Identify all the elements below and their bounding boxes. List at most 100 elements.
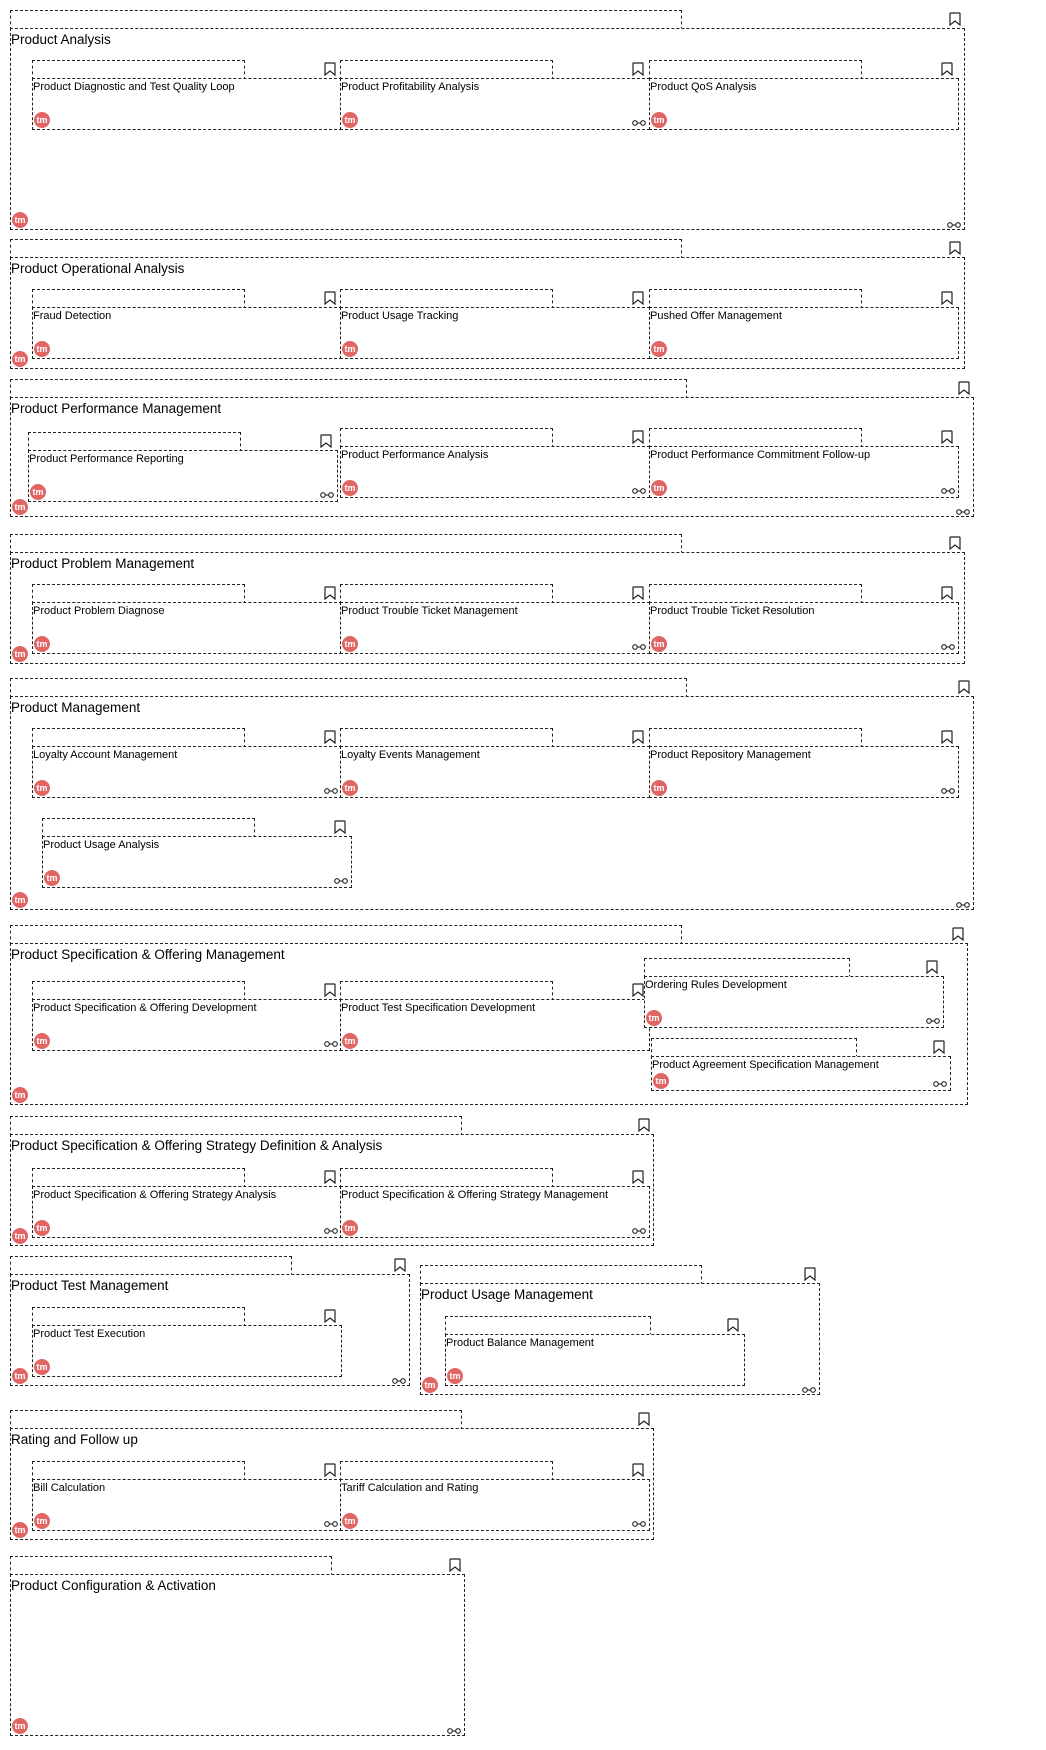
bookmark-icon bbox=[933, 1040, 945, 1054]
bookmark-icon bbox=[324, 62, 336, 76]
capability-group[interactable]: Product Configuration & Activation tm bbox=[10, 1556, 465, 1736]
function-frame bbox=[340, 446, 650, 498]
function-block[interactable]: Product Performance Commitment Follow-up… bbox=[649, 428, 959, 498]
group-tab bbox=[420, 1265, 702, 1285]
bookmark-icon bbox=[638, 1118, 650, 1132]
tm-badge-icon: tm bbox=[44, 870, 60, 886]
group-title: Product Usage Management bbox=[421, 1287, 593, 1302]
link-icon bbox=[324, 1041, 338, 1047]
function-title: Product Trouble Ticket Resolution bbox=[650, 605, 815, 617]
function-block[interactable]: Product Specification & Offering Strateg… bbox=[32, 1168, 342, 1238]
function-tab bbox=[32, 60, 245, 80]
group-tab bbox=[10, 10, 682, 30]
link-icon bbox=[941, 488, 955, 494]
link-icon bbox=[392, 1378, 406, 1384]
group-title: Product Problem Management bbox=[11, 556, 195, 571]
tm-badge-icon: tm bbox=[34, 341, 50, 357]
link-icon bbox=[632, 644, 646, 650]
group-title: Product Configuration & Activation bbox=[11, 1578, 216, 1593]
function-title: Product Specification & Offering Develop… bbox=[33, 1002, 257, 1014]
group-tab bbox=[10, 1556, 332, 1576]
function-title: Ordering Rules Development bbox=[645, 979, 787, 991]
bookmark-icon bbox=[632, 730, 644, 744]
group-title: Product Management bbox=[11, 700, 141, 715]
tm-badge-icon: tm bbox=[651, 480, 667, 496]
tm-badge-icon: tm bbox=[34, 780, 50, 796]
function-tab bbox=[649, 728, 862, 748]
function-frame bbox=[32, 1325, 342, 1377]
bookmark-icon bbox=[958, 680, 970, 694]
bookmark-icon bbox=[949, 536, 961, 550]
tm-badge-icon: tm bbox=[12, 1718, 28, 1734]
function-title: Product Diagnostic and Test Quality Loop bbox=[33, 81, 235, 93]
function-block[interactable]: Product Specification & Offering Strateg… bbox=[340, 1168, 650, 1238]
link-icon bbox=[632, 488, 646, 494]
function-title: Product Performance Commitment Follow-up bbox=[650, 449, 871, 461]
tm-badge-icon: tm bbox=[342, 112, 358, 128]
function-title: Product Test Specification Development bbox=[341, 1002, 536, 1014]
function-block[interactable]: Product Test Specification Development tm bbox=[340, 981, 650, 1051]
tm-badge-icon: tm bbox=[342, 1033, 358, 1049]
tm-badge-icon: tm bbox=[651, 341, 667, 357]
function-tab bbox=[32, 289, 245, 309]
tm-badge-icon: tm bbox=[651, 636, 667, 652]
link-icon bbox=[956, 902, 970, 908]
group-tab bbox=[10, 534, 682, 554]
function-block[interactable]: Product Trouble Ticket Resolution tm bbox=[649, 584, 959, 654]
tm-badge-icon: tm bbox=[34, 1220, 50, 1236]
function-title: Tariff Calculation and Rating bbox=[341, 1482, 479, 1494]
bookmark-icon bbox=[324, 1170, 336, 1184]
function-title: Product Trouble Ticket Management bbox=[341, 605, 518, 617]
function-title: Product Test Execution bbox=[33, 1328, 146, 1340]
function-frame bbox=[644, 976, 944, 1028]
function-title: Product Performance Analysis bbox=[341, 449, 489, 461]
function-frame bbox=[651, 1056, 951, 1091]
function-tab bbox=[649, 289, 862, 309]
function-frame bbox=[340, 999, 650, 1051]
link-icon bbox=[956, 509, 970, 515]
function-tab bbox=[28, 432, 241, 452]
function-block[interactable]: Product Specification & Offering Develop… bbox=[32, 981, 342, 1051]
function-frame bbox=[340, 746, 650, 798]
function-block[interactable]: Product Agreement Specification Manageme… bbox=[651, 1038, 951, 1091]
group-tab bbox=[10, 239, 682, 259]
function-frame bbox=[28, 450, 338, 502]
link-icon bbox=[447, 1728, 461, 1734]
function-tab bbox=[445, 1316, 651, 1336]
bookmark-icon bbox=[727, 1318, 739, 1332]
function-tab bbox=[32, 584, 245, 604]
group-tab bbox=[10, 1410, 462, 1430]
function-block[interactable]: Product Diagnostic and Test Quality Loop… bbox=[32, 60, 342, 130]
function-block[interactable]: Pushed Offer Management tm bbox=[649, 289, 959, 359]
function-title: Pushed Offer Management bbox=[650, 310, 782, 322]
function-title: Product Usage Tracking bbox=[341, 310, 459, 322]
function-title: Product Performance Reporting bbox=[29, 453, 184, 465]
function-frame bbox=[340, 78, 650, 130]
tm-badge-icon: tm bbox=[12, 892, 28, 908]
group-tab bbox=[10, 925, 682, 945]
bookmark-icon bbox=[632, 983, 644, 997]
bookmark-icon bbox=[324, 730, 336, 744]
bookmark-icon bbox=[324, 1309, 336, 1323]
function-title: Loyalty Events Management bbox=[341, 749, 480, 761]
function-tab bbox=[340, 60, 553, 80]
function-title: Product Specification & Offering Strateg… bbox=[341, 1189, 608, 1201]
bookmark-icon bbox=[941, 730, 953, 744]
